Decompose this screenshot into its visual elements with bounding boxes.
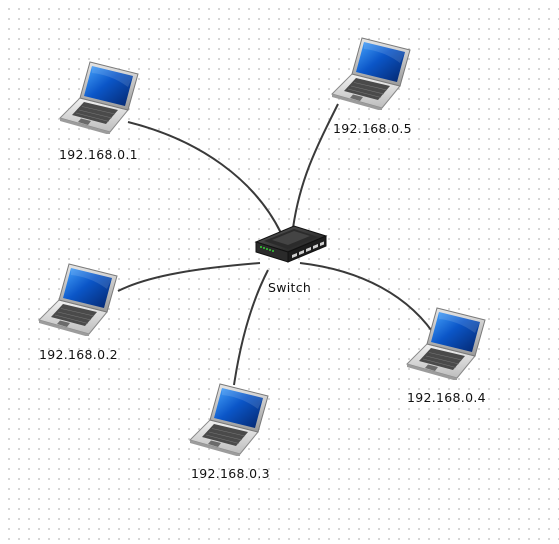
laptop-icon bbox=[58, 60, 142, 134]
laptop-1-ip-label: 192.168.0.1 bbox=[59, 147, 138, 162]
connection-switch-laptop-1 bbox=[127, 121, 282, 234]
network-switch-icon bbox=[254, 224, 328, 268]
laptop-node-2[interactable] bbox=[37, 262, 121, 338]
laptop-node-4[interactable] bbox=[405, 306, 489, 382]
laptop-3-ip-label: 192.168.0.3 bbox=[191, 466, 270, 481]
laptop-icon bbox=[37, 262, 121, 336]
laptop-4-ip-label: 192.168.0.4 bbox=[407, 390, 486, 405]
laptop-node-3[interactable] bbox=[188, 382, 272, 458]
connection-switch-laptop-5 bbox=[292, 103, 339, 229]
switch-label: Switch bbox=[268, 280, 312, 295]
network-switch[interactable] bbox=[254, 224, 328, 274]
laptop-icon bbox=[188, 382, 272, 456]
laptop-icon bbox=[330, 36, 414, 110]
laptop-icon bbox=[405, 306, 489, 380]
laptop-5-ip-label: 192.168.0.5 bbox=[333, 121, 412, 136]
connection-switch-laptop-3 bbox=[233, 269, 269, 386]
laptop-node-5[interactable] bbox=[330, 36, 414, 112]
laptop-2-ip-label: 192.168.0.2 bbox=[39, 347, 118, 362]
connection-switch-laptop-4 bbox=[299, 262, 439, 341]
laptop-node-1[interactable] bbox=[58, 60, 142, 136]
connection-switch-laptop-2 bbox=[117, 262, 261, 292]
